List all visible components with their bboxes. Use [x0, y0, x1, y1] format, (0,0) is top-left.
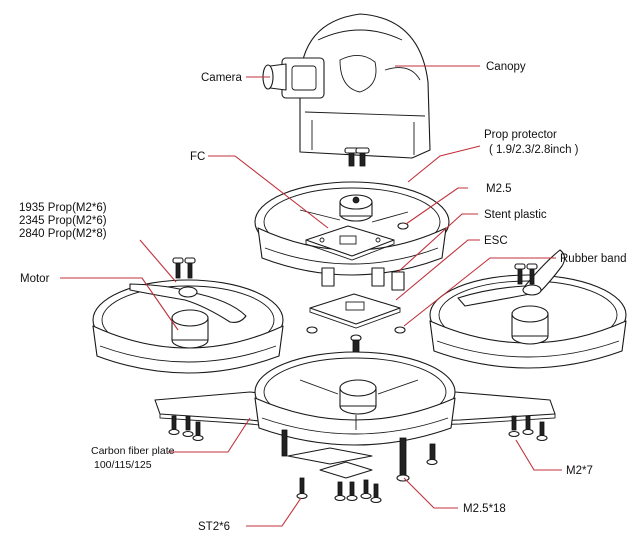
label-canopy: Canopy — [486, 61, 526, 73]
label-prop-1935: 1935 Prop(M2*6) — [19, 202, 107, 214]
lower-bracket — [287, 447, 373, 479]
label-m2518: M2.5*18 — [463, 503, 506, 515]
leader-m25 — [405, 187, 468, 225]
label-m27: M2*7 — [566, 465, 593, 477]
canopy-screws — [344, 147, 370, 167]
fc-board — [305, 225, 395, 261]
label-stent-plastic: Stent plastic — [484, 209, 547, 221]
label-prop-protector: Prop protector — [484, 129, 557, 141]
label-prop-2840: 2840 Prop(M2*8) — [19, 228, 107, 240]
esc-board — [309, 293, 401, 329]
rubber-bands — [306, 326, 406, 353]
m25-washer — [397, 222, 409, 230]
label-prop-protector-sizes: ( 1.9/2.3/2.8inch ) — [489, 144, 579, 156]
label-rubber-band: Rubber band — [560, 253, 627, 265]
label-fc: FC — [190, 151, 205, 163]
leader-rubber — [403, 257, 556, 327]
label-prop-2345: 2345 Prop(M2*6) — [19, 215, 107, 227]
canopy-part — [299, 13, 431, 159]
label-carbon-plate: Carbon fiber plate — [91, 445, 175, 457]
leader-m27 — [515, 439, 562, 471]
camera-part — [262, 57, 325, 99]
leader-prop-protector — [407, 145, 481, 183]
front-prop-protector — [254, 351, 456, 446]
m2518-screws — [281, 429, 438, 482]
leader-carbon — [168, 417, 251, 453]
leader-prop — [139, 239, 177, 283]
label-carbon-plate-sizes: 100/115/125 — [94, 459, 152, 471]
st26-screws — [296, 477, 382, 504]
label-m25: M2.5 — [486, 183, 512, 195]
leader-lines — [60, 65, 562, 527]
leader-esc — [395, 239, 480, 301]
stent-plastic — [321, 267, 405, 291]
label-camera: Camera — [201, 72, 243, 84]
m27-screws-right — [508, 415, 548, 442]
leader-motor — [60, 277, 179, 331]
label-st26: ST2*6 — [198, 521, 230, 533]
leader-m2518 — [403, 477, 458, 509]
left-prop-protector — [92, 257, 284, 374]
right-prop-protector — [429, 249, 627, 369]
label-esc: ESC — [484, 235, 508, 247]
m27-screws-left — [168, 415, 204, 442]
label-motor: Motor — [20, 273, 50, 285]
leader-fc — [208, 155, 329, 229]
leader-stent — [397, 213, 478, 273]
leader-st26 — [246, 497, 302, 527]
